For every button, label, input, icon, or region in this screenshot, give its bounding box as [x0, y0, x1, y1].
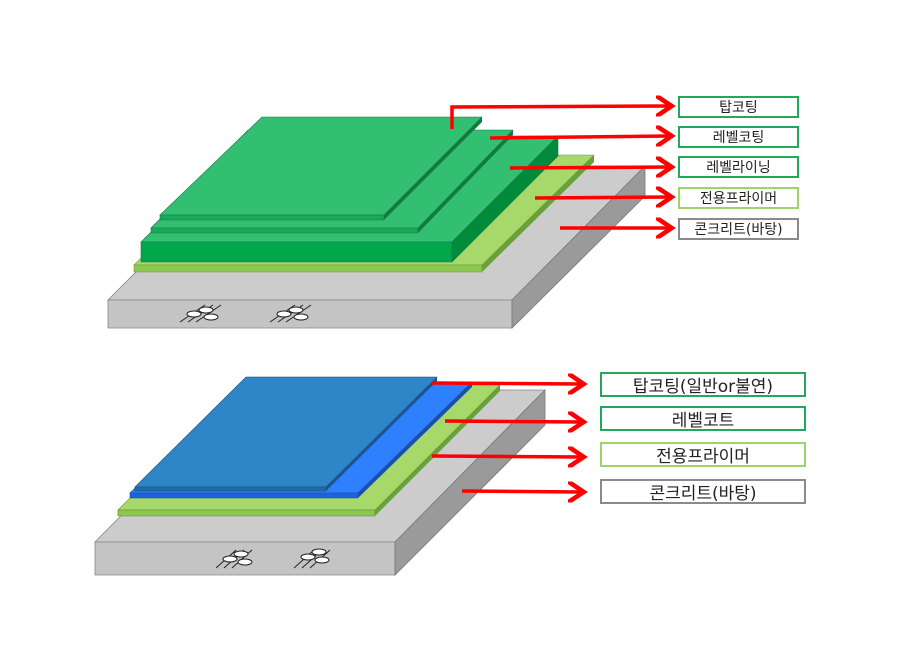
label-leveling-coating: 레벨코팅 [678, 126, 799, 148]
bottom-diagram [94, 376, 582, 576]
label-top-coating: 탑코팅 [678, 96, 799, 118]
arrow-icon [444, 421, 582, 422]
label-primer: 전용프라이머 [600, 442, 806, 467]
label-top-coating: 탑코팅(일반or불연) [600, 372, 806, 397]
arrows-top [450, 106, 670, 228]
arrow-icon [431, 456, 582, 457]
rebar-marks [179, 304, 312, 323]
arrow-icon [489, 136, 670, 138]
label-level-coat: 레벨코트 [600, 406, 806, 431]
arrow-icon [461, 491, 582, 492]
label-leveling-lining: 레벨라이닝 [678, 156, 799, 178]
arrow-icon [534, 197, 670, 198]
arrows-bottom [431, 383, 582, 492]
top-coat-layer [134, 376, 438, 492]
label-primer: 전용프라이머 [678, 187, 799, 209]
arrow-icon [450, 106, 670, 129]
label-concrete: 콘크리트(바탕) [678, 218, 799, 240]
top-coating-layer [159, 116, 483, 221]
arrow-icon [431, 383, 582, 384]
rebar-marks [215, 548, 331, 569]
top-diagram [107, 106, 670, 329]
arrow-icon [509, 167, 670, 168]
label-concrete: 콘크리트(바탕) [600, 479, 806, 504]
